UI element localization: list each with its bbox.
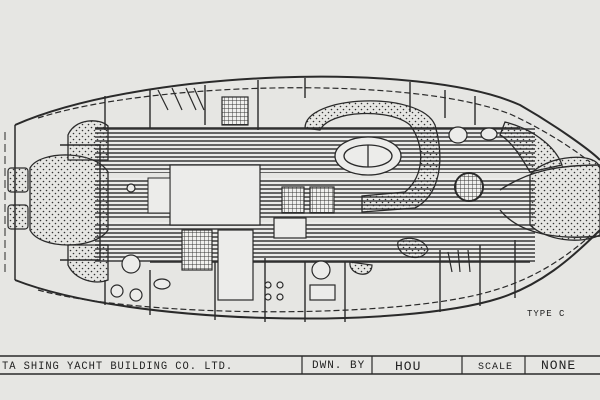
teak-sole (95, 128, 535, 262)
hull-outline (4, 75, 600, 320)
drawn-by-value: HOU (395, 359, 422, 374)
scale-label: SCALE (478, 362, 514, 373)
drawn-by-label: DWN. BY (312, 360, 366, 372)
scale-value: NONE (541, 358, 577, 373)
builder-name: TA SHING YACHT BUILDING CO. LTD. (2, 361, 234, 373)
berths (29, 120, 600, 283)
drawing-type-label: TYPE C (527, 309, 566, 319)
galley-and-heads (7, 87, 498, 302)
title-block-frame (0, 355, 600, 375)
dinette-settee (304, 100, 441, 213)
